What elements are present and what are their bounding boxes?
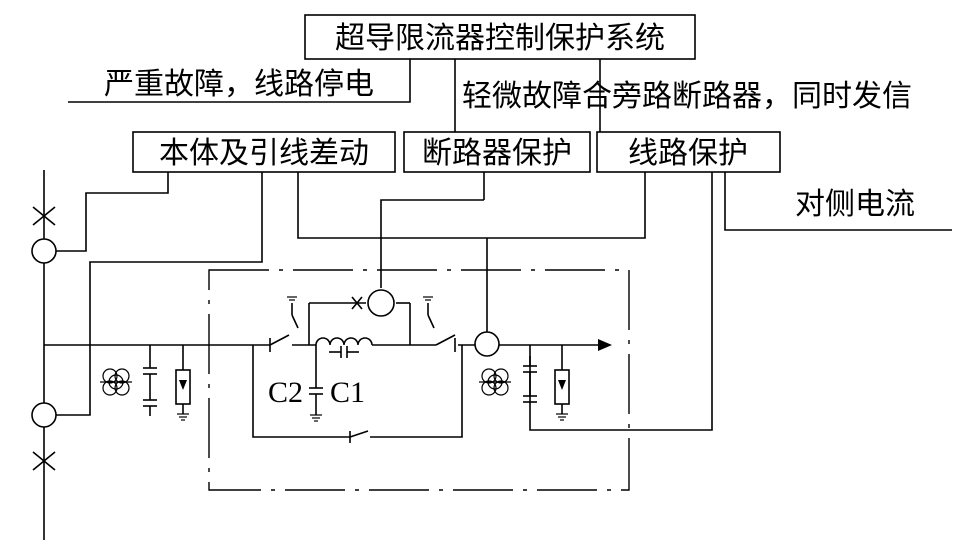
- minor-fault-label: 轻微故障合旁路断路器，同时发信: [462, 79, 912, 114]
- ct-bypass-switch: [367, 289, 395, 317]
- arrester-left: [175, 345, 191, 421]
- control-system-block: 超导限流器控制保护系统: [304, 14, 696, 60]
- bypass-breaker: [252, 345, 463, 443]
- capacitor-c2: [309, 345, 323, 422]
- ct-main-line: [474, 331, 500, 357]
- enclosure-outline: [208, 269, 630, 491]
- severe-fault-label: 严重故障，线路停电: [104, 67, 374, 102]
- breaker-protection-wire: [380, 199, 484, 288]
- busbar-breaker-top: [32, 206, 56, 226]
- limiter-coil: [308, 296, 411, 346]
- switch-left-blade: [269, 334, 290, 346]
- ct-busbar-bottom: [31, 402, 57, 428]
- vt-right: [479, 368, 511, 396]
- remote-current-input: 对侧电流: [724, 172, 952, 231]
- differential-label: 本体及引线差动: [159, 136, 369, 171]
- diff-to-ct-bottom-wire: [56, 172, 263, 416]
- c2-label: C2: [268, 376, 303, 409]
- busbar-breaker-bottom: [32, 451, 56, 471]
- line-protection-box: [596, 131, 781, 173]
- ground-switch-right: [423, 296, 435, 329]
- severe-fault-line: [68, 59, 411, 103]
- control-system-label: 超导限流器控制保护系统: [335, 21, 665, 56]
- diff-to-ct-top-wire: [56, 172, 169, 252]
- control-system-box: [304, 14, 696, 60]
- breaker-protection-box: [403, 131, 591, 173]
- ground-switch-left: [287, 296, 299, 329]
- capacitor-left: [143, 345, 157, 416]
- differential-box: [132, 131, 396, 173]
- remote-current-label: 对侧电流: [795, 187, 915, 222]
- differential-protection-block: 本体及引线差动: [132, 131, 396, 173]
- c1-label: C1: [330, 376, 365, 409]
- line-protection-block: 线路保护: [596, 131, 781, 173]
- breaker-protection-label: 断路器保护: [422, 136, 572, 171]
- remote-current-line: [724, 172, 952, 231]
- ct-busbar-top: [31, 238, 57, 264]
- line-protection-ct-wire: [529, 172, 713, 431]
- capacitor-right: [523, 345, 537, 403]
- capacitor-c1: [329, 346, 359, 358]
- vt-left: [100, 368, 132, 396]
- switch-right-blade: [435, 334, 456, 346]
- diff-to-line-protection-wire: [297, 172, 646, 239]
- breaker-protection-block: 断路器保护: [403, 131, 591, 173]
- line-protection-label: 线路保护: [628, 136, 748, 171]
- arrester-right: [554, 345, 570, 421]
- minor-fault-signal: 轻微故障合旁路断路器，同时发信: [454, 59, 912, 132]
- direction-arrow: [598, 339, 612, 351]
- severe-fault-signal: 严重故障，线路停电: [68, 59, 411, 103]
